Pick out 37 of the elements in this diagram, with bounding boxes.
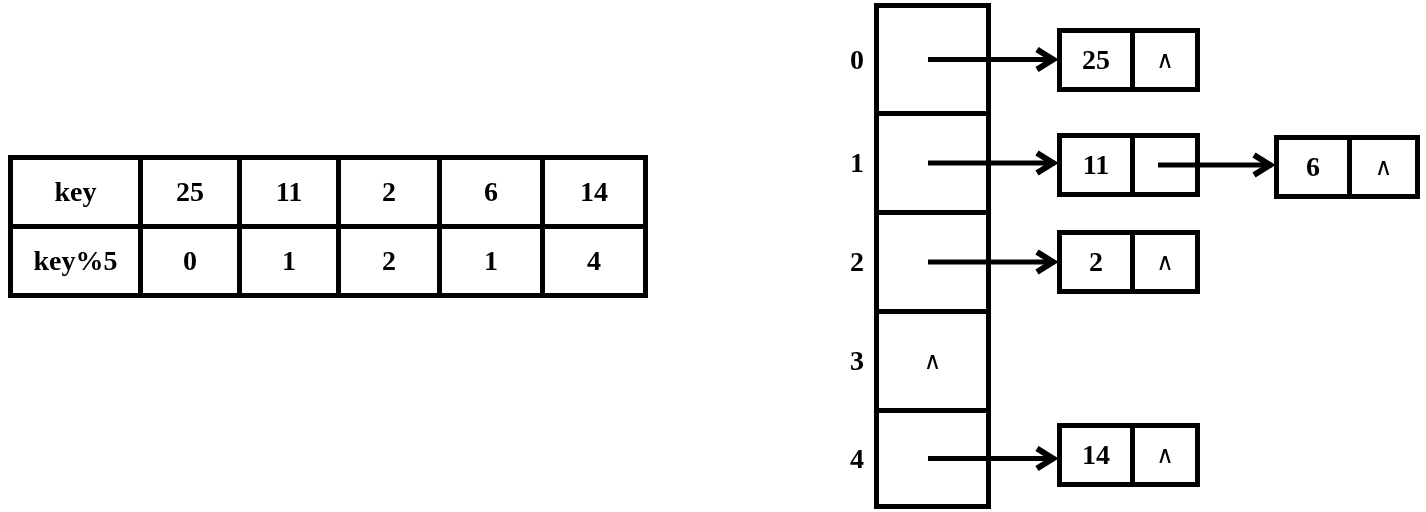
list-node (1057, 423, 1200, 487)
table-cell: 1 (439, 226, 543, 296)
table-cell: 2 (338, 226, 440, 296)
table-cell: 1 (239, 226, 339, 296)
null-marker: ∧ (923, 349, 942, 373)
node-value: 25 (1082, 46, 1110, 74)
row-header: key%5 (10, 226, 141, 296)
index-label: 0 (849, 45, 864, 74)
table-cell: 11 (239, 157, 339, 227)
arrow (928, 445, 1056, 472)
null-marker: ∧ (1156, 48, 1174, 72)
table-cell: 4 (542, 226, 646, 296)
arrow (928, 46, 1056, 73)
table-cell: 0 (140, 226, 240, 296)
list-node (1057, 230, 1200, 294)
node-value: 2 (1089, 248, 1103, 276)
index-label: 3 (849, 347, 864, 375)
table-cell: 2 (338, 157, 440, 227)
node-value: 6 (1306, 153, 1320, 181)
index-label: 2 (849, 248, 864, 276)
table-cell: 6 (439, 157, 543, 227)
list-node (1057, 28, 1200, 92)
arrow (928, 249, 1056, 275)
table-cell: 14 (542, 157, 646, 227)
index-label: 4 (849, 444, 864, 473)
list-node (1057, 133, 1200, 197)
null-marker: ∧ (1156, 443, 1174, 467)
list-node (1274, 135, 1420, 199)
arrow (1158, 152, 1273, 178)
table-cell: 25 (140, 157, 240, 227)
arrow (928, 150, 1056, 176)
null-marker: ∧ (1374, 155, 1393, 179)
null-marker: ∧ (1156, 250, 1174, 274)
index-label: 1 (849, 149, 864, 177)
node-value: 11 (1082, 151, 1110, 179)
node-value: 14 (1082, 441, 1110, 469)
row-header: key (10, 157, 141, 227)
